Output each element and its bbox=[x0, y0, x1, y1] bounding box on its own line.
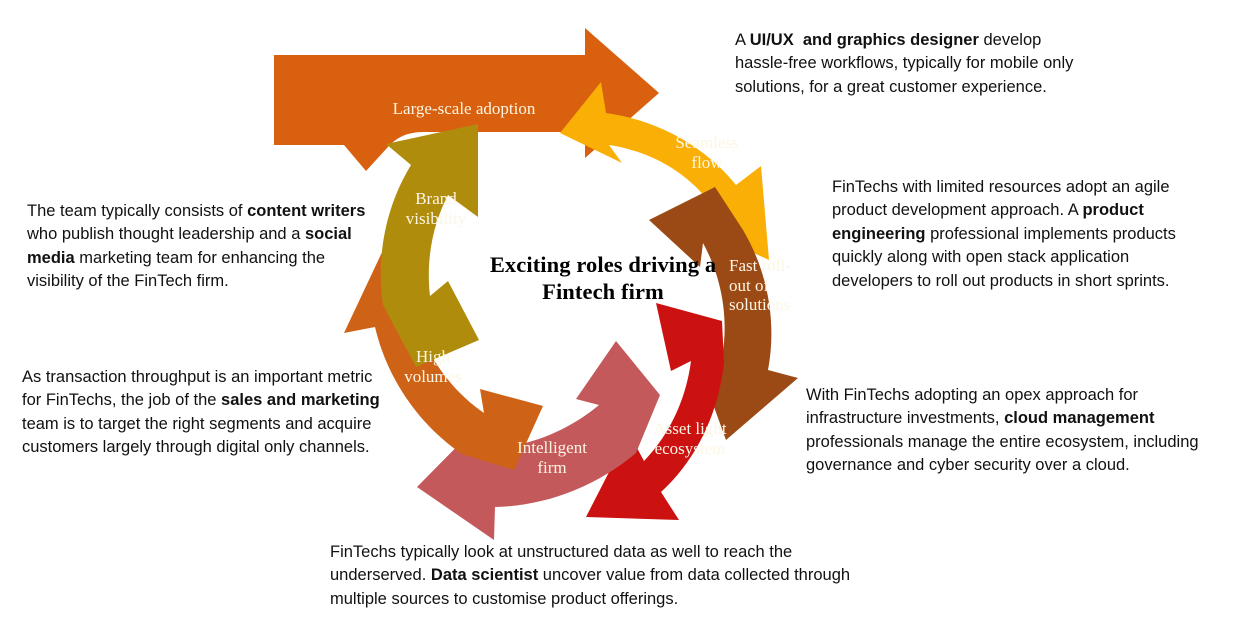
data-scientist-note: FinTechs typically look at unstructured … bbox=[330, 543, 855, 608]
segment-brand-visibility[interactable] bbox=[380, 124, 479, 367]
segment-large-scale-adoption[interactable] bbox=[274, 28, 659, 171]
ui-ux-designer-note: A UI/UX and graphics designer develop ha… bbox=[735, 31, 1078, 96]
content-writers-note: The team typically consists of content w… bbox=[27, 202, 375, 291]
cycle-arrow-ring bbox=[274, 28, 798, 540]
segment-asset-light-ecosystem[interactable] bbox=[586, 303, 724, 520]
segment-fast-roll-out[interactable] bbox=[649, 187, 798, 440]
center-title: Exciting roles driving a Fintech firm bbox=[489, 252, 717, 304]
product-engineering-note: FinTechs with limited resources adopt an… bbox=[832, 178, 1181, 290]
sales-marketing-note: As transaction throughput is an importan… bbox=[22, 368, 385, 457]
cloud-management-note: With FinTechs adopting an opex approach … bbox=[806, 386, 1204, 475]
segment-intelligent-firm[interactable] bbox=[417, 341, 660, 540]
